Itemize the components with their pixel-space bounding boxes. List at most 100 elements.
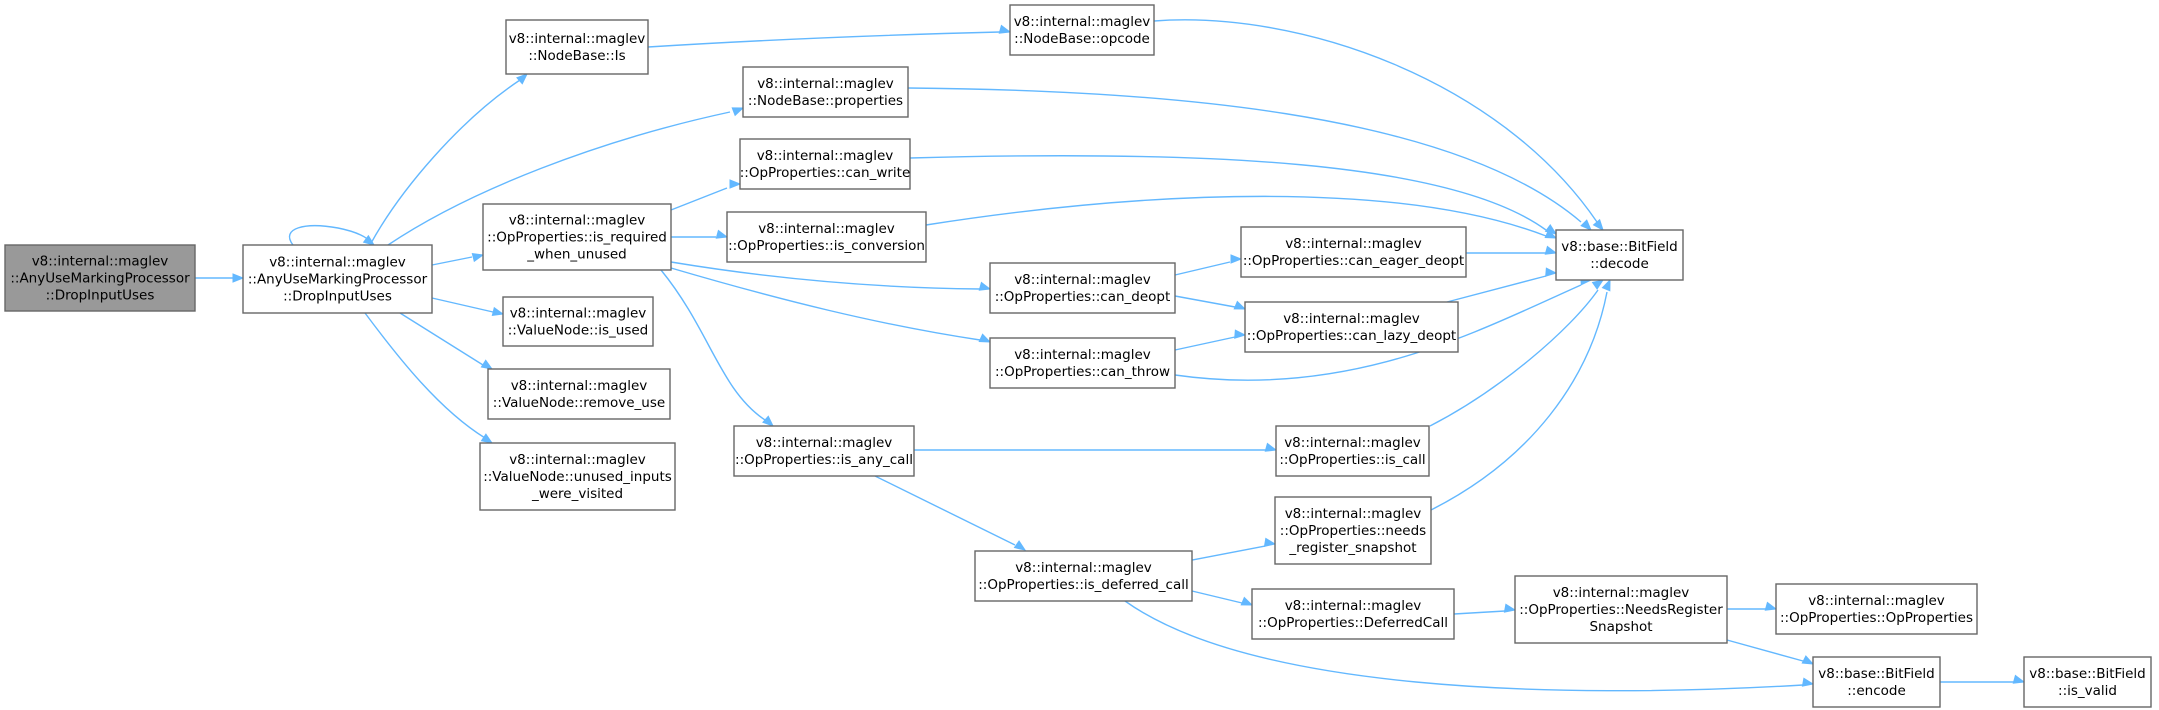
node-label-line: ::OpProperties::can_eager_deopt bbox=[1243, 253, 1464, 269]
node-label-line: ::OpProperties::DeferredCall bbox=[1258, 615, 1448, 631]
edge-line bbox=[925, 195, 1547, 237]
arrowhead-icon bbox=[1764, 601, 1778, 611]
graph-node-is-call[interactable]: v8::internal::maglev::OpProperties::is_c… bbox=[1275, 425, 1430, 477]
node-box bbox=[733, 425, 915, 477]
edge-is_any_call-to-is_deferred bbox=[874, 475, 1027, 551]
graph-node-is-used[interactable]: v8::internal::maglev::ValueNode::is_used bbox=[502, 296, 654, 347]
node-label-line: ::encode bbox=[1847, 683, 1906, 699]
node-label-line: v8::internal::maglev bbox=[1014, 347, 1151, 363]
graph-node-remove-use[interactable]: v8::internal::maglev::ValueNode::remove_… bbox=[487, 368, 671, 420]
graph-node-decode[interactable]: v8::base::BitField::decode bbox=[1555, 229, 1684, 281]
arrowhead-icon bbox=[1580, 219, 1592, 231]
edge-line bbox=[1124, 600, 1804, 692]
graph-node-is-deferred[interactable]: v8::internal::maglev::OpProperties::is_d… bbox=[974, 550, 1193, 602]
node-label-line: ::OpProperties::OpProperties bbox=[1780, 610, 1973, 626]
arrowhead-icon bbox=[1264, 442, 1278, 452]
edge-required-to-can_write bbox=[670, 179, 742, 211]
node-label-line: v8::internal::maglev bbox=[1014, 272, 1151, 288]
graph-node-props[interactable]: v8::internal::maglev::NodeBase::properti… bbox=[742, 66, 909, 118]
graph-node-needs-reg[interactable]: v8::internal::maglev::OpProperties::need… bbox=[1274, 496, 1432, 565]
node-label-line: ::is_valid bbox=[2058, 683, 2117, 699]
node-box bbox=[726, 211, 927, 263]
edge-line bbox=[364, 312, 486, 439]
node-label-line: ::DropInputUses bbox=[283, 289, 392, 305]
node-box bbox=[2023, 656, 2152, 708]
node-box bbox=[1274, 496, 1432, 565]
graph-node-can-write[interactable]: v8::internal::maglev::OpProperties::can_… bbox=[739, 138, 911, 190]
nodes-layer: v8::internal::maglev::AnyUseMarkingProce… bbox=[4, 4, 2152, 708]
graph-node-is[interactable]: v8::internal::maglev::NodeBase::Is bbox=[505, 19, 649, 75]
edge-needs_reg_snap-to-op_props bbox=[1727, 601, 1778, 611]
arrowhead-icon bbox=[998, 24, 1012, 34]
node-label-line: ::AnyUseMarkingProcessor bbox=[248, 272, 428, 288]
arrowhead-icon bbox=[1263, 537, 1277, 547]
edge-drop-to-required bbox=[431, 252, 485, 266]
node-box bbox=[4, 244, 196, 312]
arrowhead-icon bbox=[1544, 245, 1558, 255]
node-label-line: ::OpProperties::can_write bbox=[740, 165, 911, 181]
edge-can_eager-to-decode bbox=[1466, 245, 1558, 255]
node-label-line: ::OpProperties::can_deopt bbox=[995, 289, 1171, 305]
graph-node-deferred-call[interactable]: v8::internal::maglev::OpProperties::Defe… bbox=[1251, 588, 1455, 640]
node-label-line: _when_unused bbox=[526, 247, 627, 263]
node-box bbox=[505, 19, 649, 75]
node-box bbox=[479, 442, 676, 511]
edge-line bbox=[1446, 275, 1547, 303]
graph-node-can-deopt[interactable]: v8::internal::maglev::OpProperties::can_… bbox=[989, 262, 1176, 314]
arrowhead-icon bbox=[480, 433, 494, 444]
node-label-line: ::ValueNode::remove_use bbox=[493, 395, 665, 411]
edge-line bbox=[288, 225, 371, 246]
edge-line bbox=[1191, 545, 1266, 561]
node-box bbox=[1812, 656, 1941, 708]
graph-node-is-any-call[interactable]: v8::internal::maglev::OpProperties::is_a… bbox=[733, 425, 915, 477]
graph-node-can-lazy[interactable]: v8::internal::maglev::OpProperties::can_… bbox=[1244, 301, 1459, 353]
graph-node-is-conversion[interactable]: v8::internal::maglev::OpProperties::is_c… bbox=[726, 211, 927, 263]
edge-is_conversion-to-decode bbox=[925, 195, 1558, 239]
node-box bbox=[989, 337, 1176, 389]
edge-can_deopt-to-can_lazy bbox=[1174, 295, 1247, 310]
graph-node-drop[interactable]: v8::internal::maglev::AnyUseMarkingProce… bbox=[242, 244, 433, 314]
graph-node-op-props[interactable]: v8::internal::maglev::OpProperties::OpPr… bbox=[1775, 583, 1978, 635]
graph-node-unused-inputs[interactable]: v8::internal::maglev::ValueNode::unused_… bbox=[479, 442, 676, 511]
node-label-line: v8::internal::maglev bbox=[756, 435, 893, 451]
edge-required-to-can_deopt bbox=[670, 261, 992, 291]
graph-node-needs-reg-snap[interactable]: v8::internal::maglev::OpProperties::Need… bbox=[1514, 575, 1728, 644]
edge-is_deferred-to-needs_reg bbox=[1191, 537, 1277, 561]
graph-node-root[interactable]: v8::internal::maglev::AnyUseMarkingProce… bbox=[4, 244, 196, 312]
edge-required-to-is_any_call bbox=[660, 269, 774, 427]
node-label-line: ::NodeBase::opcode bbox=[1014, 31, 1150, 47]
graph-node-can-eager[interactable]: v8::internal::maglev::OpProperties::can_… bbox=[1240, 226, 1467, 278]
node-label-line: v8::internal::maglev bbox=[1284, 435, 1421, 451]
edge-can_deopt-to-can_eager bbox=[1174, 254, 1243, 276]
node-label-line: ::ValueNode::unused_inputs bbox=[483, 469, 672, 485]
arrowhead-icon bbox=[1240, 596, 1254, 606]
node-box bbox=[974, 550, 1193, 602]
node-label-line: v8::internal::maglev bbox=[269, 255, 406, 271]
edge-line bbox=[1726, 639, 1804, 662]
graph-node-opcode[interactable]: v8::internal::maglev::NodeBase::opcode bbox=[1009, 4, 1155, 56]
graph-node-required[interactable]: v8::internal::maglev::OpProperties::is_r… bbox=[482, 203, 672, 271]
node-label-line: v8::internal::maglev bbox=[510, 306, 647, 322]
node-label-line: v8::internal::maglev bbox=[509, 452, 646, 468]
node-label-line: ::OpProperties::is_conversion bbox=[728, 238, 925, 254]
node-box bbox=[1240, 226, 1467, 278]
edge-line bbox=[1174, 336, 1236, 351]
arrowhead-icon bbox=[480, 359, 494, 370]
node-label-line: ::decode bbox=[1590, 256, 1649, 272]
edge-line bbox=[399, 312, 484, 366]
arrowhead-icon bbox=[978, 281, 992, 291]
arrowhead-icon bbox=[731, 107, 745, 117]
graph-node-is-valid[interactable]: v8::base::BitField::is_valid bbox=[2023, 656, 2152, 708]
node-label-line: _were_visited bbox=[531, 486, 623, 502]
graph-node-encode[interactable]: v8::base::BitField::encode bbox=[1812, 656, 1941, 708]
arrowhead-icon bbox=[729, 179, 742, 189]
graph-node-can-throw[interactable]: v8::internal::maglev::OpProperties::can_… bbox=[989, 337, 1176, 389]
node-label-line: v8::internal::maglev bbox=[509, 213, 646, 229]
edge-drop-to-props bbox=[387, 107, 745, 246]
node-label-line: ::OpProperties::is_required bbox=[487, 230, 667, 246]
node-label-line: v8::internal::maglev bbox=[1808, 593, 1945, 609]
edge-line bbox=[1174, 295, 1236, 308]
node-box bbox=[742, 66, 909, 118]
node-box bbox=[989, 262, 1176, 314]
